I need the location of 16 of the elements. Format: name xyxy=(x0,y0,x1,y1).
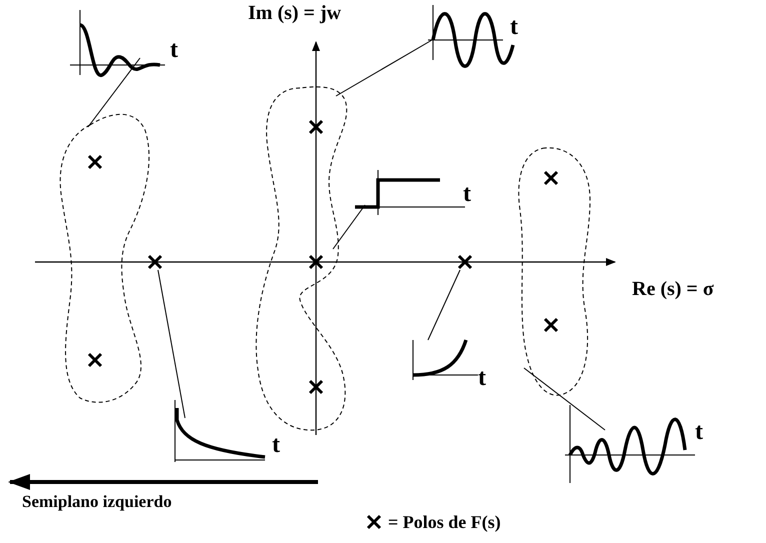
axis-label: t xyxy=(478,366,486,390)
axis-label: t xyxy=(695,420,703,444)
arrow-caption: Semiplano izquierdo xyxy=(22,492,172,512)
leader-line xyxy=(88,58,140,128)
axis-title: Re (s) = σ xyxy=(632,278,714,301)
leader-line xyxy=(428,270,460,340)
axis-label: t xyxy=(272,433,280,457)
leader-line xyxy=(332,204,366,250)
axis-label: t xyxy=(463,182,471,206)
axis-label: t xyxy=(510,15,518,39)
leader-line xyxy=(158,270,186,418)
leader-line xyxy=(524,368,606,430)
legend-text: = Polos de F(s) xyxy=(388,512,501,533)
axis-title: Im (s) = jw xyxy=(248,2,342,25)
leader-line xyxy=(336,40,432,96)
axis-label: t xyxy=(170,38,178,62)
